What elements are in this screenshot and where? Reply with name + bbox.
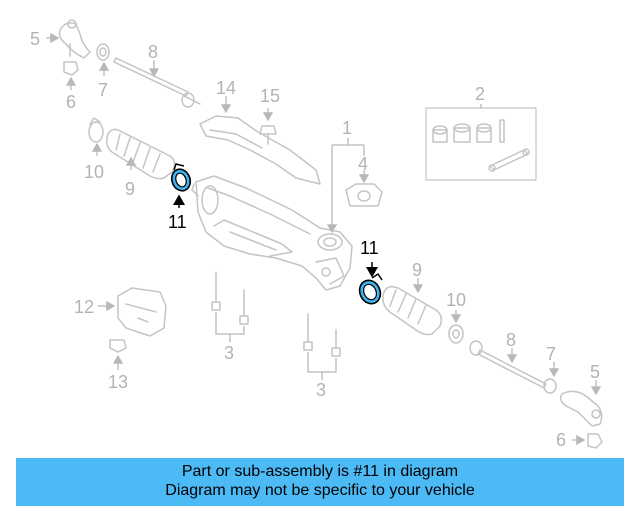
clamp-left: [88, 117, 104, 143]
nut-right: [587, 433, 603, 449]
callout-11-left: 11: [168, 212, 187, 232]
callout-12: 12: [74, 297, 94, 317]
mount-4: [345, 183, 383, 207]
tie-rod-end-right: [559, 390, 603, 427]
callout-3-lower: 3: [316, 380, 326, 400]
parts-diagram: 5 6 7 8 10 9 11: [30, 19, 603, 450]
lock-nut-right: [543, 378, 557, 394]
inner-tie-rod-left: [113, 57, 201, 108]
callout-9-right: 9: [412, 260, 422, 280]
bolts-3-lower: [303, 313, 341, 380]
callout-11-right: 11: [360, 238, 379, 258]
bolts-3-upper: [211, 271, 249, 342]
clamp-right: [448, 324, 464, 344]
callout-13: 13: [108, 372, 128, 392]
boot-left: [105, 128, 176, 180]
steering-gear-assembly: [191, 175, 353, 291]
callout-6-right: 6: [556, 430, 566, 450]
info-banner: Part or sub-assembly is #11 in diagram D…: [16, 458, 624, 506]
callout-14: 14: [216, 78, 236, 98]
callout-8-right: 8: [506, 330, 516, 350]
callout-15: 15: [260, 86, 280, 106]
callout-5-right: 5: [590, 362, 600, 382]
bolt-15: [259, 125, 277, 145]
lock-nut-left: [96, 43, 110, 61]
callout-5-left: 5: [30, 29, 40, 49]
callout-2: 2: [475, 84, 485, 104]
callout-1: 1: [342, 118, 352, 138]
bracket-12: [117, 287, 167, 337]
boot-right: [382, 285, 443, 336]
callout-4: 4: [358, 154, 368, 174]
callout-9-left: 9: [125, 179, 135, 199]
clamp-11-left-highlighted: [170, 163, 192, 192]
callout-8-left: 8: [148, 42, 158, 62]
banner-line-1: Part or sub-assembly is #11 in diagram: [181, 463, 459, 480]
bolt-13: [109, 339, 127, 353]
tie-rod-end-left: [58, 19, 91, 59]
callout-10-right: 10: [446, 290, 466, 310]
nut-left: [63, 61, 79, 76]
callout-10-left: 10: [84, 162, 104, 182]
clamp-11-right-highlighted: [358, 272, 383, 305]
banner-line-2: Diagram may not be specific to your vehi…: [165, 482, 475, 499]
heat-shield: [199, 115, 321, 185]
kit-box-2: [425, 107, 537, 181]
callout-7-right: 7: [546, 344, 556, 364]
callout-7-left: 7: [98, 80, 108, 100]
callout-3-upper: 3: [224, 343, 234, 363]
callout-6-left: 6: [66, 92, 76, 112]
